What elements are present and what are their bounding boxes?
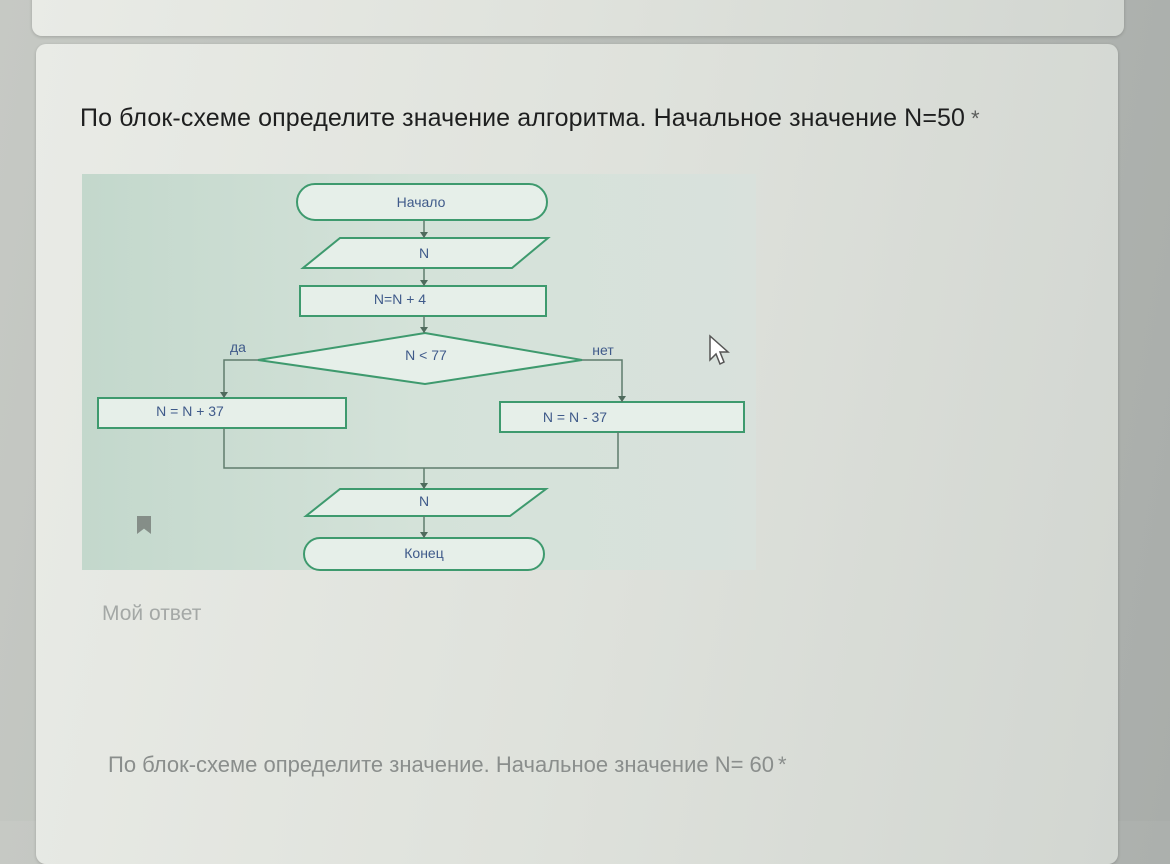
start-terminal — [296, 183, 548, 221]
required-asterisk: * — [778, 752, 787, 777]
start-label: Начало — [397, 194, 446, 210]
yes-process-label: N = N + 37 — [156, 403, 224, 419]
yes-label: да — [230, 339, 246, 355]
input-label: N — [419, 245, 429, 261]
output-label: N — [419, 493, 429, 509]
question2-title-text: По блок-схеме определите значение. Начал… — [108, 752, 775, 777]
question2-title: По блок-схеме определите значение. Начал… — [108, 752, 787, 778]
condition-label: N < 77 — [405, 347, 447, 363]
input-parallelogram — [300, 237, 551, 269]
output-parallelogram — [303, 488, 549, 517]
process-label: N=N + 4 — [374, 291, 426, 307]
required-asterisk: * — [971, 106, 980, 131]
process-box — [299, 285, 547, 317]
no-process-box — [499, 401, 745, 433]
answer-input[interactable]: Мой ответ — [102, 602, 202, 625]
flow-arrowheads — [220, 232, 626, 538]
yes-process-box — [97, 397, 347, 429]
question-title: По блок-схеме определите значение алгори… — [80, 104, 980, 133]
no-process-label: N = N - 37 — [543, 409, 607, 425]
no-label: нет — [592, 342, 614, 358]
mouse-cursor-icon — [709, 334, 730, 366]
end-label: Конец — [404, 545, 443, 561]
previous-question-card — [32, 0, 1124, 36]
flowchart-image: Начало N N=N + 4 N < 77 да нет N = N + 3… — [82, 174, 756, 571]
question-title-text: По блок-схеме определите значение алгори… — [80, 104, 966, 132]
bookmark-icon — [137, 516, 151, 534]
